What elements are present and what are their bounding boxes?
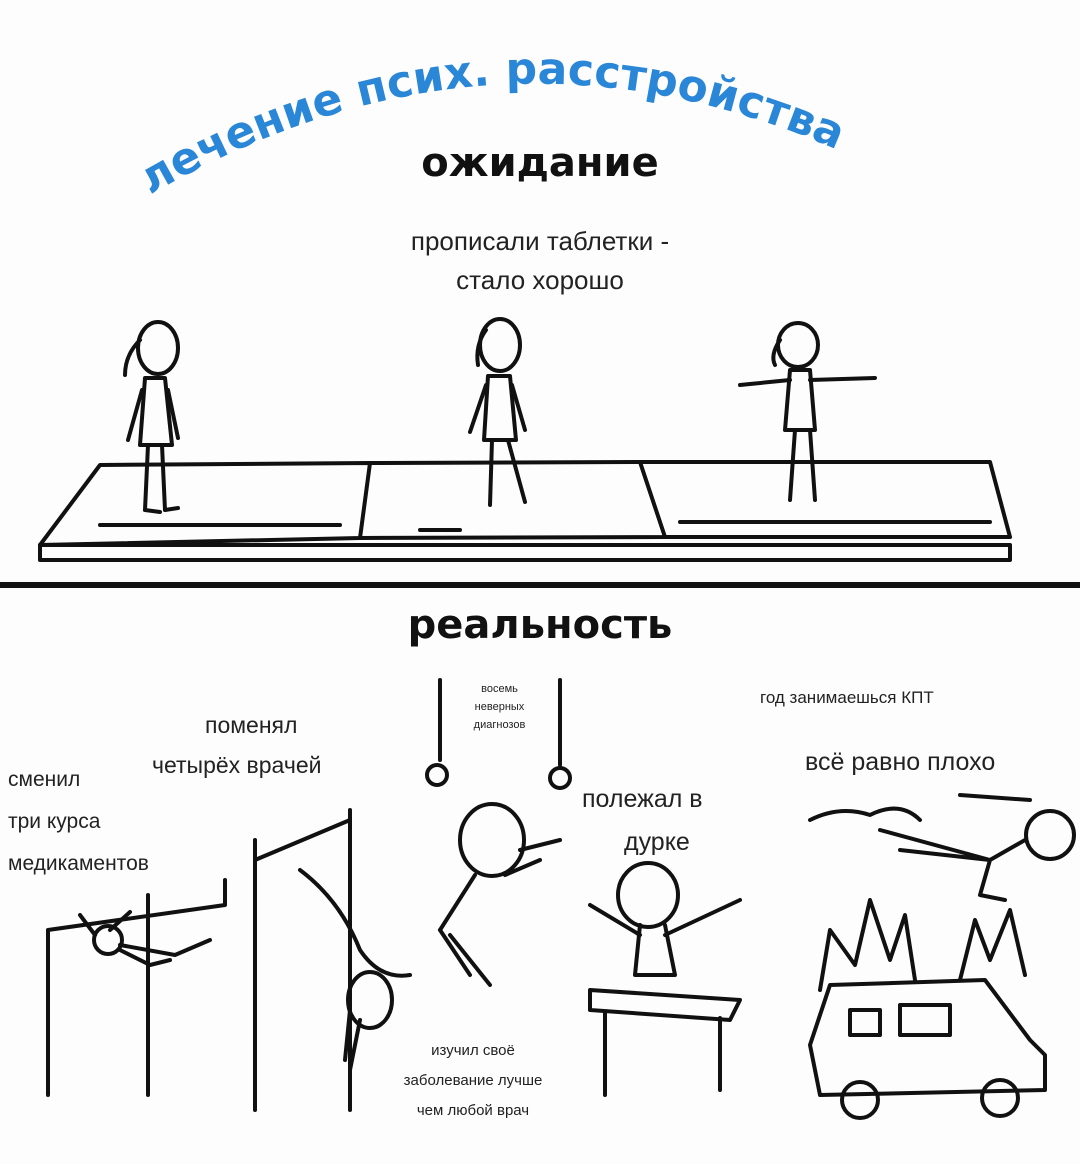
- hospital-line2: дурке: [624, 828, 690, 856]
- reality-heading: реальность: [407, 602, 673, 648]
- changed-courses-line3: медикаментов: [8, 852, 149, 875]
- changed-doctors-line1: поменял: [205, 712, 298, 738]
- gym-mats: [38, 460, 1012, 562]
- cbt-line2: всё равно плохо: [805, 748, 996, 776]
- burning-car-figure: [808, 793, 1076, 1120]
- table-figure: [588, 861, 742, 1097]
- expectation-caption-line1: прописали таблетки -: [410, 226, 670, 256]
- studied-line3: чем любой врач: [416, 1102, 530, 1119]
- changed-courses-line1: сменил: [8, 768, 81, 791]
- changed-doctors-line2: четырёх врачей: [152, 752, 322, 778]
- studied-line2: заболевание лучше: [403, 1072, 543, 1089]
- expectation-heading: ожидание: [421, 140, 659, 186]
- gymnast-figure-left: [123, 320, 180, 514]
- uneven-bars-figure: [253, 808, 412, 1112]
- bar-hanging-figure: [46, 878, 227, 1097]
- wrong-diagnoses-line2: неверных: [474, 701, 525, 713]
- wrong-diagnoses-line1: восемь: [481, 683, 518, 695]
- cbt-line1: год занимаешься КПТ: [760, 688, 934, 707]
- hospital-line1: полежал в: [582, 785, 703, 813]
- rings-figure: [425, 678, 572, 987]
- expectation-caption-line2: стало хорошо: [456, 265, 624, 295]
- gymnast-figure-middle: [468, 317, 527, 507]
- changed-courses-line2: три курса: [8, 810, 101, 833]
- gymnast-figure-right: [738, 321, 877, 502]
- studied-line1: изучил своё: [431, 1042, 515, 1059]
- wrong-diagnoses-line3: диагнозов: [473, 719, 526, 731]
